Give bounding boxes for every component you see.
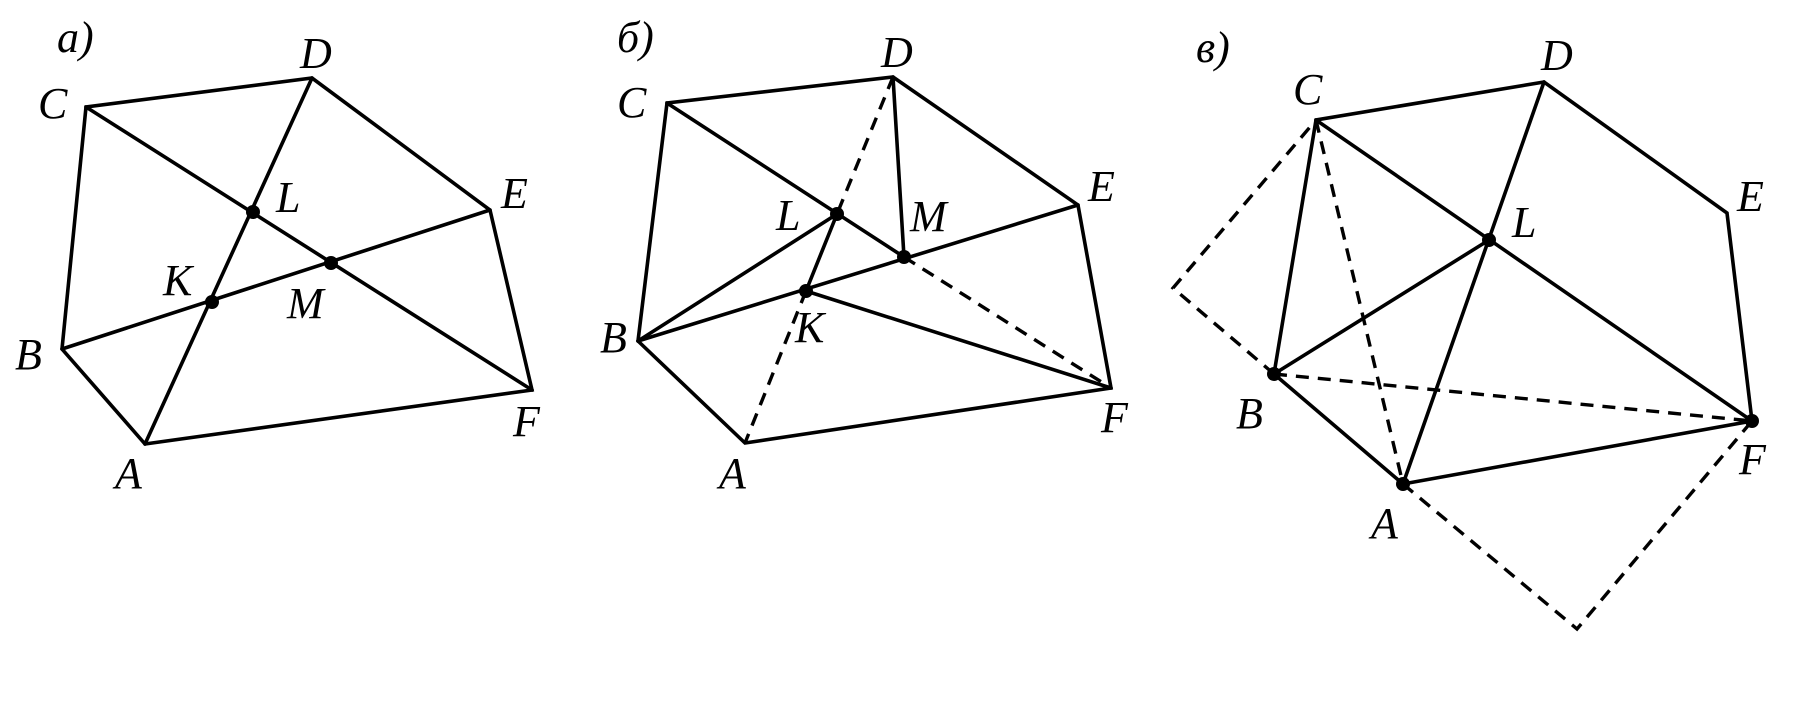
- point-k: [799, 284, 813, 298]
- point-m: [897, 250, 911, 264]
- diagonal-be: [60, 208, 492, 351]
- square-on-bc-dashed: [1170, 118, 1318, 376]
- segment-cm: [665, 101, 906, 259]
- panel-a: а) D C E L K M B F A: [15, 13, 541, 498]
- label-k: K: [794, 303, 827, 352]
- label-e: E: [1736, 172, 1764, 221]
- label-d: D: [299, 29, 332, 78]
- segment-kf: [804, 289, 1113, 390]
- point-k: [205, 295, 219, 309]
- point-l: [246, 205, 260, 219]
- segment-bl: [1272, 238, 1491, 376]
- diagonal-da: [1401, 80, 1546, 486]
- point-f: [1745, 414, 1759, 428]
- point-l: [1482, 233, 1496, 247]
- label-f: F: [1738, 435, 1767, 484]
- diagonal-da: [143, 76, 314, 446]
- segment-mf-dashed: [903, 255, 1112, 390]
- label-m: M: [286, 279, 326, 328]
- point-b: [1267, 367, 1281, 381]
- segment-dl-dashed: [835, 76, 895, 215]
- point-m: [324, 256, 338, 270]
- label-a: A: [112, 449, 143, 498]
- label-d: D: [880, 28, 913, 77]
- label-c: C: [38, 79, 68, 128]
- diagonal-cf: [1314, 118, 1754, 423]
- label-d: D: [1540, 31, 1573, 80]
- segment-dm: [891, 75, 906, 259]
- label-c: C: [617, 78, 647, 127]
- point-a: [1396, 477, 1410, 491]
- label-l: L: [275, 173, 300, 222]
- label-e: E: [1087, 162, 1115, 211]
- panel-c: в) C D E L B F A: [1170, 23, 1767, 632]
- label-a: A: [716, 449, 747, 498]
- label-k: K: [162, 256, 195, 305]
- label-f: F: [512, 397, 541, 446]
- segment-ca-dashed: [1314, 119, 1405, 485]
- label-e: E: [500, 169, 528, 218]
- segment-lk: [804, 212, 839, 293]
- segment-bl: [636, 212, 839, 343]
- label-c: C: [1293, 65, 1323, 114]
- segment-bf-dashed: [1273, 372, 1753, 423]
- label-l: L: [1511, 198, 1536, 247]
- label-b: B: [15, 330, 42, 379]
- panel-label: б): [617, 13, 654, 62]
- panel-label: в): [1196, 23, 1230, 72]
- label-l: L: [775, 191, 800, 240]
- diagonal-cf: [84, 105, 534, 392]
- label-f: F: [1100, 393, 1129, 442]
- panel-label: а): [57, 13, 94, 62]
- hexagon-abcdef: [60, 76, 535, 446]
- panel-b: б) D C E L M K B F A: [600, 13, 1129, 498]
- segment-ka-dashed: [743, 290, 808, 444]
- label-b: B: [600, 313, 627, 362]
- label-a: A: [1368, 499, 1399, 548]
- square-on-af-dashed: [1401, 419, 1754, 632]
- point-l: [830, 207, 844, 221]
- label-m: M: [909, 192, 949, 241]
- label-b: B: [1236, 389, 1263, 438]
- diagonal-be: [636, 203, 1080, 343]
